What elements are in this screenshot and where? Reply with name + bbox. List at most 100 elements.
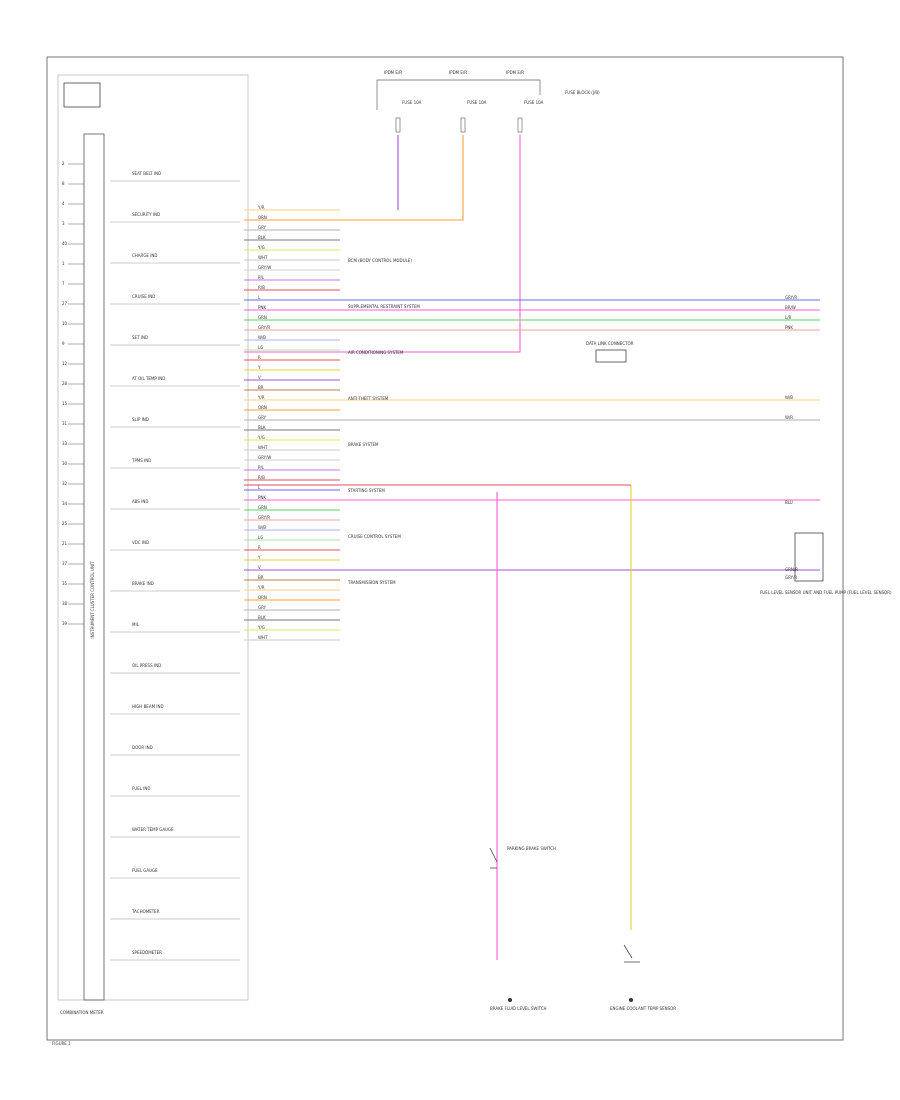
harness-wire-label: Y/R (257, 585, 265, 590)
indicator-label: FUEL IND (132, 786, 151, 791)
harness-wire-label: GRN (258, 315, 267, 320)
data-link-connector-label: DATA LINK CONNECTOR (586, 341, 634, 346)
cluster-pin: 8 (62, 181, 65, 186)
cluster-pin: 40 (62, 241, 68, 246)
right-wire-label: GRN/R (785, 567, 798, 572)
figure-label: FIGURE 1 (52, 1041, 71, 1046)
cluster-pin: 37 (62, 561, 68, 566)
harness-wire-label: Y/R (257, 395, 265, 400)
system-label: SUPPLEMENTAL RESTRAINT SYSTEM (348, 304, 420, 309)
harness-wire-label: BLK (258, 425, 266, 430)
orange-drop (244, 135, 464, 221)
indicator-label: FUEL GAUGE (132, 868, 158, 873)
cluster-pin: 27 (62, 301, 68, 306)
harness-wire-label: ORN (258, 215, 267, 220)
harness-wire-label: BR (258, 385, 264, 390)
harness-wire-label: PNK (258, 305, 266, 310)
system-label: CRUISE CONTROL SYSTEM (348, 534, 401, 539)
top-component-fuse: FUSE 10A (524, 100, 544, 105)
right-wire-label: W/B (785, 395, 793, 400)
harness-wire-label: Y/G (257, 435, 265, 440)
indicator-label: BRAKE IND (132, 581, 154, 586)
harness-wire-label: PNK (258, 495, 266, 500)
indicator-label: SLIP IND (132, 417, 149, 422)
harness-wire-label: W/B (258, 525, 266, 530)
system-label: BRAKE SYSTEM (348, 442, 379, 447)
indicator-label: MIL (132, 622, 140, 627)
fuse-symbol (395, 117, 401, 133)
harness-wire-label: Y/G (257, 245, 265, 250)
harness-wire-label: V (258, 565, 261, 570)
harness-wire-label: Y/G (257, 625, 265, 630)
brake-fluid-switch-symbol (489, 847, 498, 869)
cluster-pin: 12 (62, 361, 68, 366)
cluster-pin: 21 (62, 541, 68, 546)
top-component-fuse: FUSE 10A (467, 100, 487, 105)
fuse-symbol (460, 117, 466, 133)
top-component-name: IPDM E/R (449, 70, 467, 75)
cluster-control-unit-bar (83, 133, 105, 1001)
harness-wire-label: BLK (258, 615, 266, 620)
cluster-outline (57, 74, 249, 1001)
combination-meter: INSTRUMENT CLUSTER CONTROL UNIT COMBINAT… (57, 74, 249, 1015)
cluster-title: COMBINATION METER (60, 1010, 104, 1015)
indicator-label: SEAT BELT IND (132, 171, 161, 176)
cluster-pin: 3 (62, 221, 65, 226)
indicator-label: VDC IND (132, 540, 149, 545)
right-wire-label: L/R (785, 315, 792, 320)
cluster-pin: 1 (62, 261, 65, 266)
harness-wire-label: LG (258, 535, 263, 540)
harness-wire-label: GRY (258, 605, 267, 610)
top-component-name: IPDM E/R (506, 70, 524, 75)
harness-wire-label: ORN (258, 595, 267, 600)
cluster-pin: 10 (62, 321, 68, 326)
cluster-pin: 33 (62, 441, 68, 446)
right-wire-label: GRY/R (785, 575, 797, 580)
top-component-name: IPDM E/R (384, 70, 402, 75)
right-wire-label: W/R (785, 415, 793, 420)
right-wire-label: BLU (785, 500, 793, 505)
indicator-label: SECURITY IND (132, 212, 160, 217)
right-wire-label: PNK (785, 325, 793, 330)
coolant-sensor-symbol (623, 944, 640, 963)
indicator-label: AT OIL TEMP IND (132, 376, 165, 381)
fuse-note: FUSE BLOCK (J/B) (565, 90, 600, 95)
harness-wire-label: L (258, 485, 261, 490)
system-label: BCM (BODY CONTROL MODULE) (348, 258, 412, 263)
harness-wire-label: R/B (258, 285, 265, 290)
indicator-label: WATER TEMP GAUGE (132, 827, 174, 832)
indicator-label: TACHOMETER (131, 909, 160, 914)
indicator-label: DOOR IND (132, 745, 153, 750)
harness-wire-label: R (258, 355, 261, 360)
cluster-header-box (63, 82, 101, 108)
harness-wire-label: WHT (258, 255, 268, 260)
system-label: ANTI-THEFT SYSTEM (348, 396, 389, 401)
cluster-pin: 39 (62, 621, 68, 626)
harness-wire-label: GRY/W (258, 455, 271, 460)
harness-wire-label: GRY/R (258, 515, 270, 520)
cluster-pin: 4 (62, 201, 65, 206)
right-wire-label: GRY/R (785, 295, 797, 300)
harness-wire-label: L (258, 295, 261, 300)
cluster-pin: 25 (62, 521, 68, 526)
data-link-connector: DATA LINK CONNECTOR (586, 341, 634, 363)
brake-fluid-switch: PARKING BRAKE SWITCH BRAKE FLUID LEVEL S… (489, 846, 556, 1011)
brake-fluid-switch-label: PARKING BRAKE SWITCH (507, 846, 556, 851)
ground-2-label: ENGINE COOLANT TEMP SENSOR (610, 1006, 676, 1011)
cluster-pin: 32 (62, 481, 68, 486)
indicator-label: HIGH BEAM IND (132, 704, 164, 709)
ground-dot-1 (508, 998, 512, 1002)
pink-drop (244, 135, 521, 353)
harness-wire-label: P/L (258, 465, 265, 470)
harness-wire-label: GRY/R (258, 325, 270, 330)
indicator-label: ABS IND (132, 499, 148, 504)
system-label: TRANSMISSION SYSTEM (347, 580, 396, 585)
fuel-sender-box (794, 532, 824, 582)
harness-wire-label: GRN (258, 505, 267, 510)
cluster-pin: 15 (62, 401, 68, 406)
cluster-pin: 38 (62, 601, 68, 606)
data-link-connector-box (595, 349, 627, 363)
